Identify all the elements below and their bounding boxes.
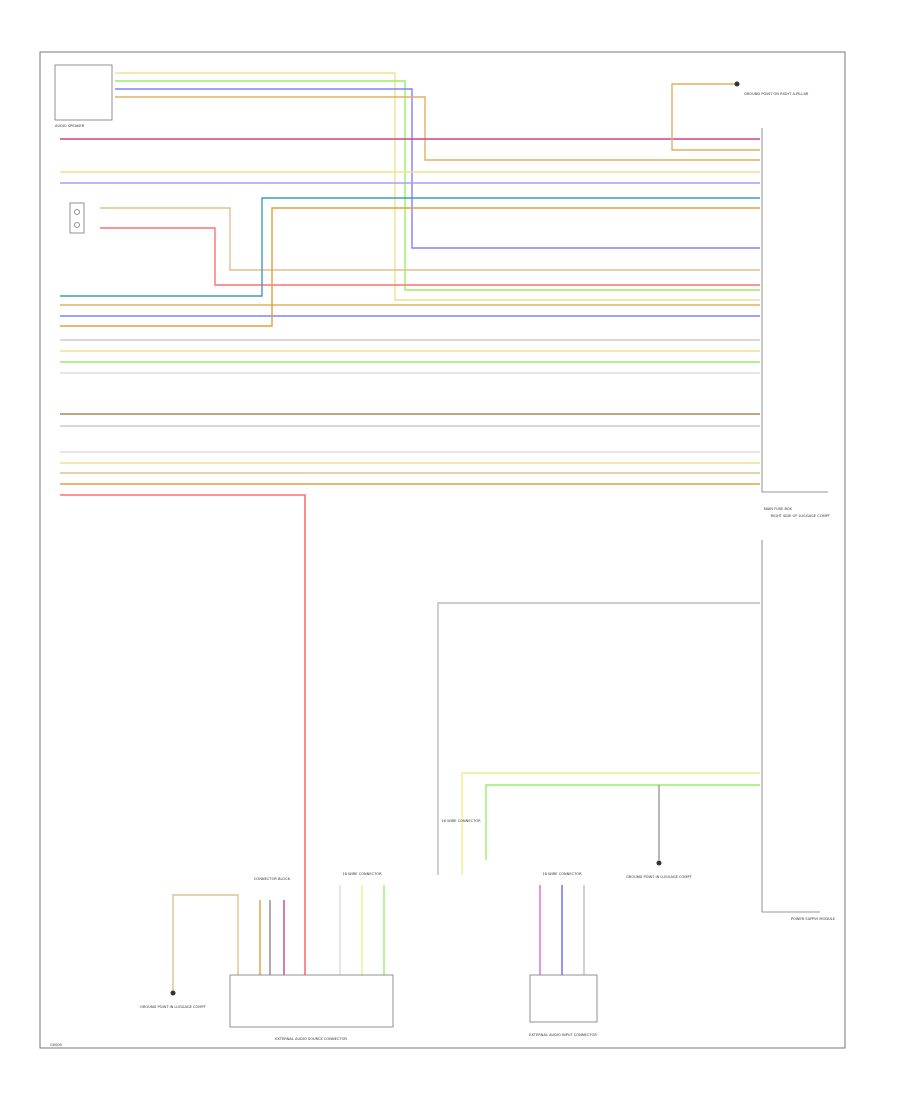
ground-top-label: GROUND POINT ON RIGHT A-PILLAR bbox=[744, 92, 809, 96]
component-terminal bbox=[74, 209, 80, 215]
wire-red-comp bbox=[100, 227, 760, 286]
conn-a-label: 16 WIRE CONNECTOR bbox=[342, 872, 382, 876]
main-fuse-sublabel: RIGHT SIDE OF LUGGAGE COMPT bbox=[771, 514, 831, 518]
footer-code: G0000 bbox=[50, 1043, 63, 1047]
audio-speaker-label: AUDIO SPEAKER bbox=[55, 124, 85, 128]
wire-speaker-1 bbox=[115, 72, 760, 301]
ground-left-icon bbox=[170, 990, 176, 996]
ext-audio-input-connector bbox=[529, 974, 598, 1023]
wire-teal bbox=[60, 197, 760, 297]
wire-harness bbox=[60, 72, 760, 990]
main-fuse-label: MAIN FUSE BOX bbox=[764, 507, 793, 511]
wire-speaker-4 bbox=[115, 96, 760, 161]
wire-bl-1 bbox=[172, 894, 239, 990]
audio-speaker-box bbox=[54, 64, 113, 121]
ground-mid-icon bbox=[656, 860, 662, 866]
ext-audio-source-label: EXTERNAL AUDIO SOURCE CONNECTOR bbox=[275, 1037, 347, 1041]
wire-gray-ps bbox=[437, 602, 760, 875]
ground-top-icon bbox=[734, 81, 740, 87]
conn-c-label: 16 WIRE CONNECTOR bbox=[441, 819, 481, 823]
ext-audio-input-label: EXTERNAL AUDIO INPUT CONNECTOR bbox=[529, 1033, 597, 1037]
main-connector-body bbox=[761, 128, 828, 493]
wire-yellow-ps bbox=[461, 772, 760, 875]
conn-b-label: 16 WIRE CONNECTOR bbox=[542, 872, 582, 876]
left-component bbox=[69, 202, 85, 234]
main-connector bbox=[761, 128, 828, 913]
connector-block-label: CONNECTOR BLOCK bbox=[254, 877, 291, 881]
ground-mid-label: GROUND POINT IN LUGGAGE COMPT bbox=[626, 875, 693, 879]
lower-connector-body bbox=[761, 540, 820, 913]
wire-ground-top bbox=[671, 83, 760, 151]
component-body bbox=[69, 202, 85, 234]
component-terminal bbox=[74, 222, 80, 228]
wire-green-ps bbox=[485, 784, 760, 860]
wire-speaker-2 bbox=[115, 80, 760, 291]
power-supply-label: POWER SUPPLY MODULE bbox=[791, 917, 836, 921]
diagram-frame bbox=[39, 51, 846, 1049]
ground-left-label: GROUND POINT IN LUGGAGE COMPT bbox=[140, 1005, 207, 1009]
wire-red-down bbox=[60, 494, 306, 975]
wire-orange-c bbox=[60, 207, 760, 327]
ext-audio-source-connector bbox=[229, 974, 394, 1028]
wire-speaker-3 bbox=[115, 88, 760, 249]
wire-brown-comp bbox=[100, 207, 760, 271]
